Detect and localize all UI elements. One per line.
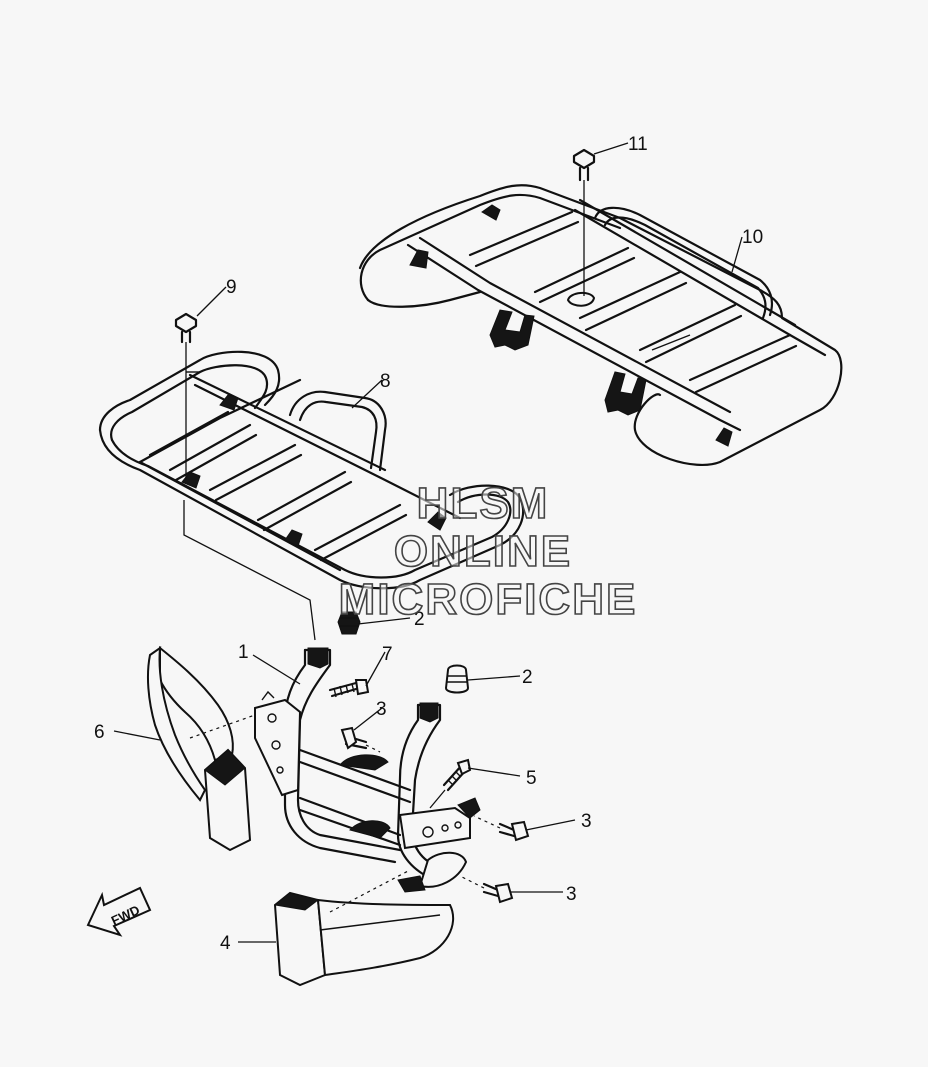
bolt-3-lower-icon bbox=[459, 875, 514, 904]
grommet-upper-icon bbox=[337, 611, 361, 635]
frame-bracket bbox=[254, 647, 481, 893]
bolt-3-upper-icon bbox=[340, 726, 381, 753]
callout-8: 8 bbox=[380, 371, 391, 392]
guard-4 bbox=[273, 869, 455, 987]
callout-numbers: 11 10 9 8 2 2 1 7 3 6 5 3 3 4 bbox=[94, 134, 763, 954]
callout-11: 11 bbox=[628, 134, 648, 155]
watermark-line-2: ONLINE bbox=[394, 527, 572, 576]
callout-10: 10 bbox=[742, 227, 763, 248]
fwd-arrow-icon: FWD bbox=[86, 886, 152, 937]
callout-6: 6 bbox=[94, 722, 105, 743]
callout-9: 9 bbox=[226, 277, 237, 298]
bolt-9-icon bbox=[174, 312, 198, 480]
bolt-11-icon bbox=[572, 148, 596, 296]
screw-5-icon bbox=[429, 758, 472, 809]
rear-carrier bbox=[358, 184, 843, 466]
callout-3-lower: 3 bbox=[566, 884, 577, 905]
front-carrier bbox=[98, 350, 525, 590]
callout-1: 1 bbox=[238, 642, 249, 663]
leader-lines bbox=[113, 142, 743, 943]
guard-6 bbox=[146, 645, 256, 852]
bolt-3-middle-icon bbox=[473, 815, 530, 842]
callout-5: 5 bbox=[526, 768, 537, 789]
watermark-line-1: HLSM bbox=[417, 479, 550, 528]
callout-7: 7 bbox=[382, 644, 393, 665]
screw-7-icon bbox=[328, 679, 370, 698]
callout-2-upper: 2 bbox=[414, 609, 425, 630]
watermark-line-3: MICROFICHE bbox=[339, 575, 638, 624]
grommet-lower-icon bbox=[444, 664, 470, 694]
callout-3-middle: 3 bbox=[581, 811, 592, 832]
watermark: HLSM ONLINE MICROFICHE bbox=[338, 478, 638, 625]
assembly-line bbox=[183, 500, 316, 641]
callout-2-lower: 2 bbox=[522, 667, 533, 688]
callout-4: 4 bbox=[220, 933, 231, 954]
callout-3-upper: 3 bbox=[376, 699, 387, 720]
